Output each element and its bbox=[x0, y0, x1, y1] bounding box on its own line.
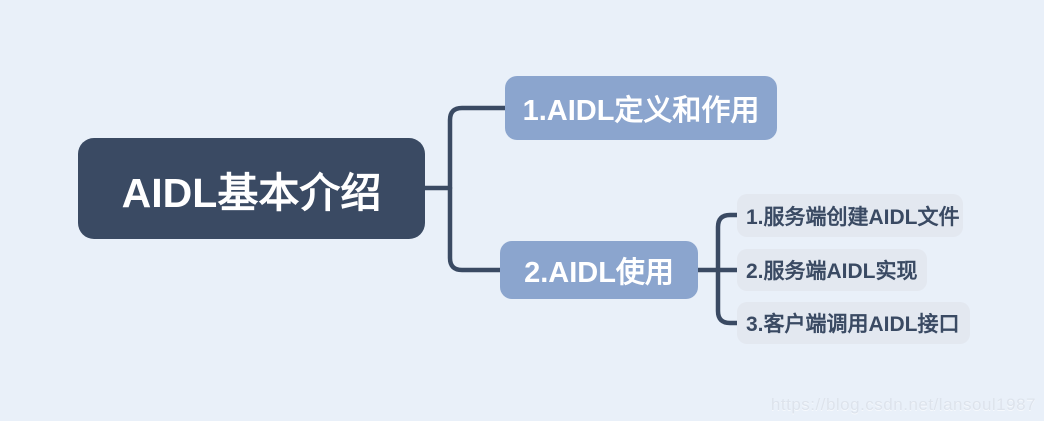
node-server-aidl-implementation[interactable]: 2.服务端AIDL实现 bbox=[737, 249, 927, 291]
node-aidl-definition[interactable]: 1.AIDL定义和作用 bbox=[505, 76, 777, 140]
connector-branch2-leaves bbox=[715, 212, 740, 326]
node-root-label: AIDL基本介绍 bbox=[121, 169, 382, 216]
node-aidl-definition-label: 1.AIDL定义和作用 bbox=[522, 95, 760, 127]
watermark: https://blog.csdn.net/lansoul1987 bbox=[770, 395, 1036, 414]
connector-root-branches bbox=[447, 105, 508, 273]
node-server-create-aidl-file[interactable]: 1.服务端创建AIDL文件 bbox=[737, 194, 963, 237]
node-root[interactable]: AIDL基本介绍 bbox=[78, 138, 425, 239]
node-client-call-aidl-interface-label: 3.客户端调用AIDL接口 bbox=[746, 313, 960, 336]
node-client-call-aidl-interface[interactable]: 3.客户端调用AIDL接口 bbox=[737, 302, 970, 344]
node-server-aidl-implementation-label: 2.服务端AIDL实现 bbox=[746, 260, 918, 283]
node-server-create-aidl-file-label: 1.服务端创建AIDL文件 bbox=[746, 205, 960, 229]
node-aidl-usage[interactable]: 2.AIDL使用 bbox=[500, 241, 698, 299]
node-aidl-usage-label: 2.AIDL使用 bbox=[524, 257, 674, 289]
